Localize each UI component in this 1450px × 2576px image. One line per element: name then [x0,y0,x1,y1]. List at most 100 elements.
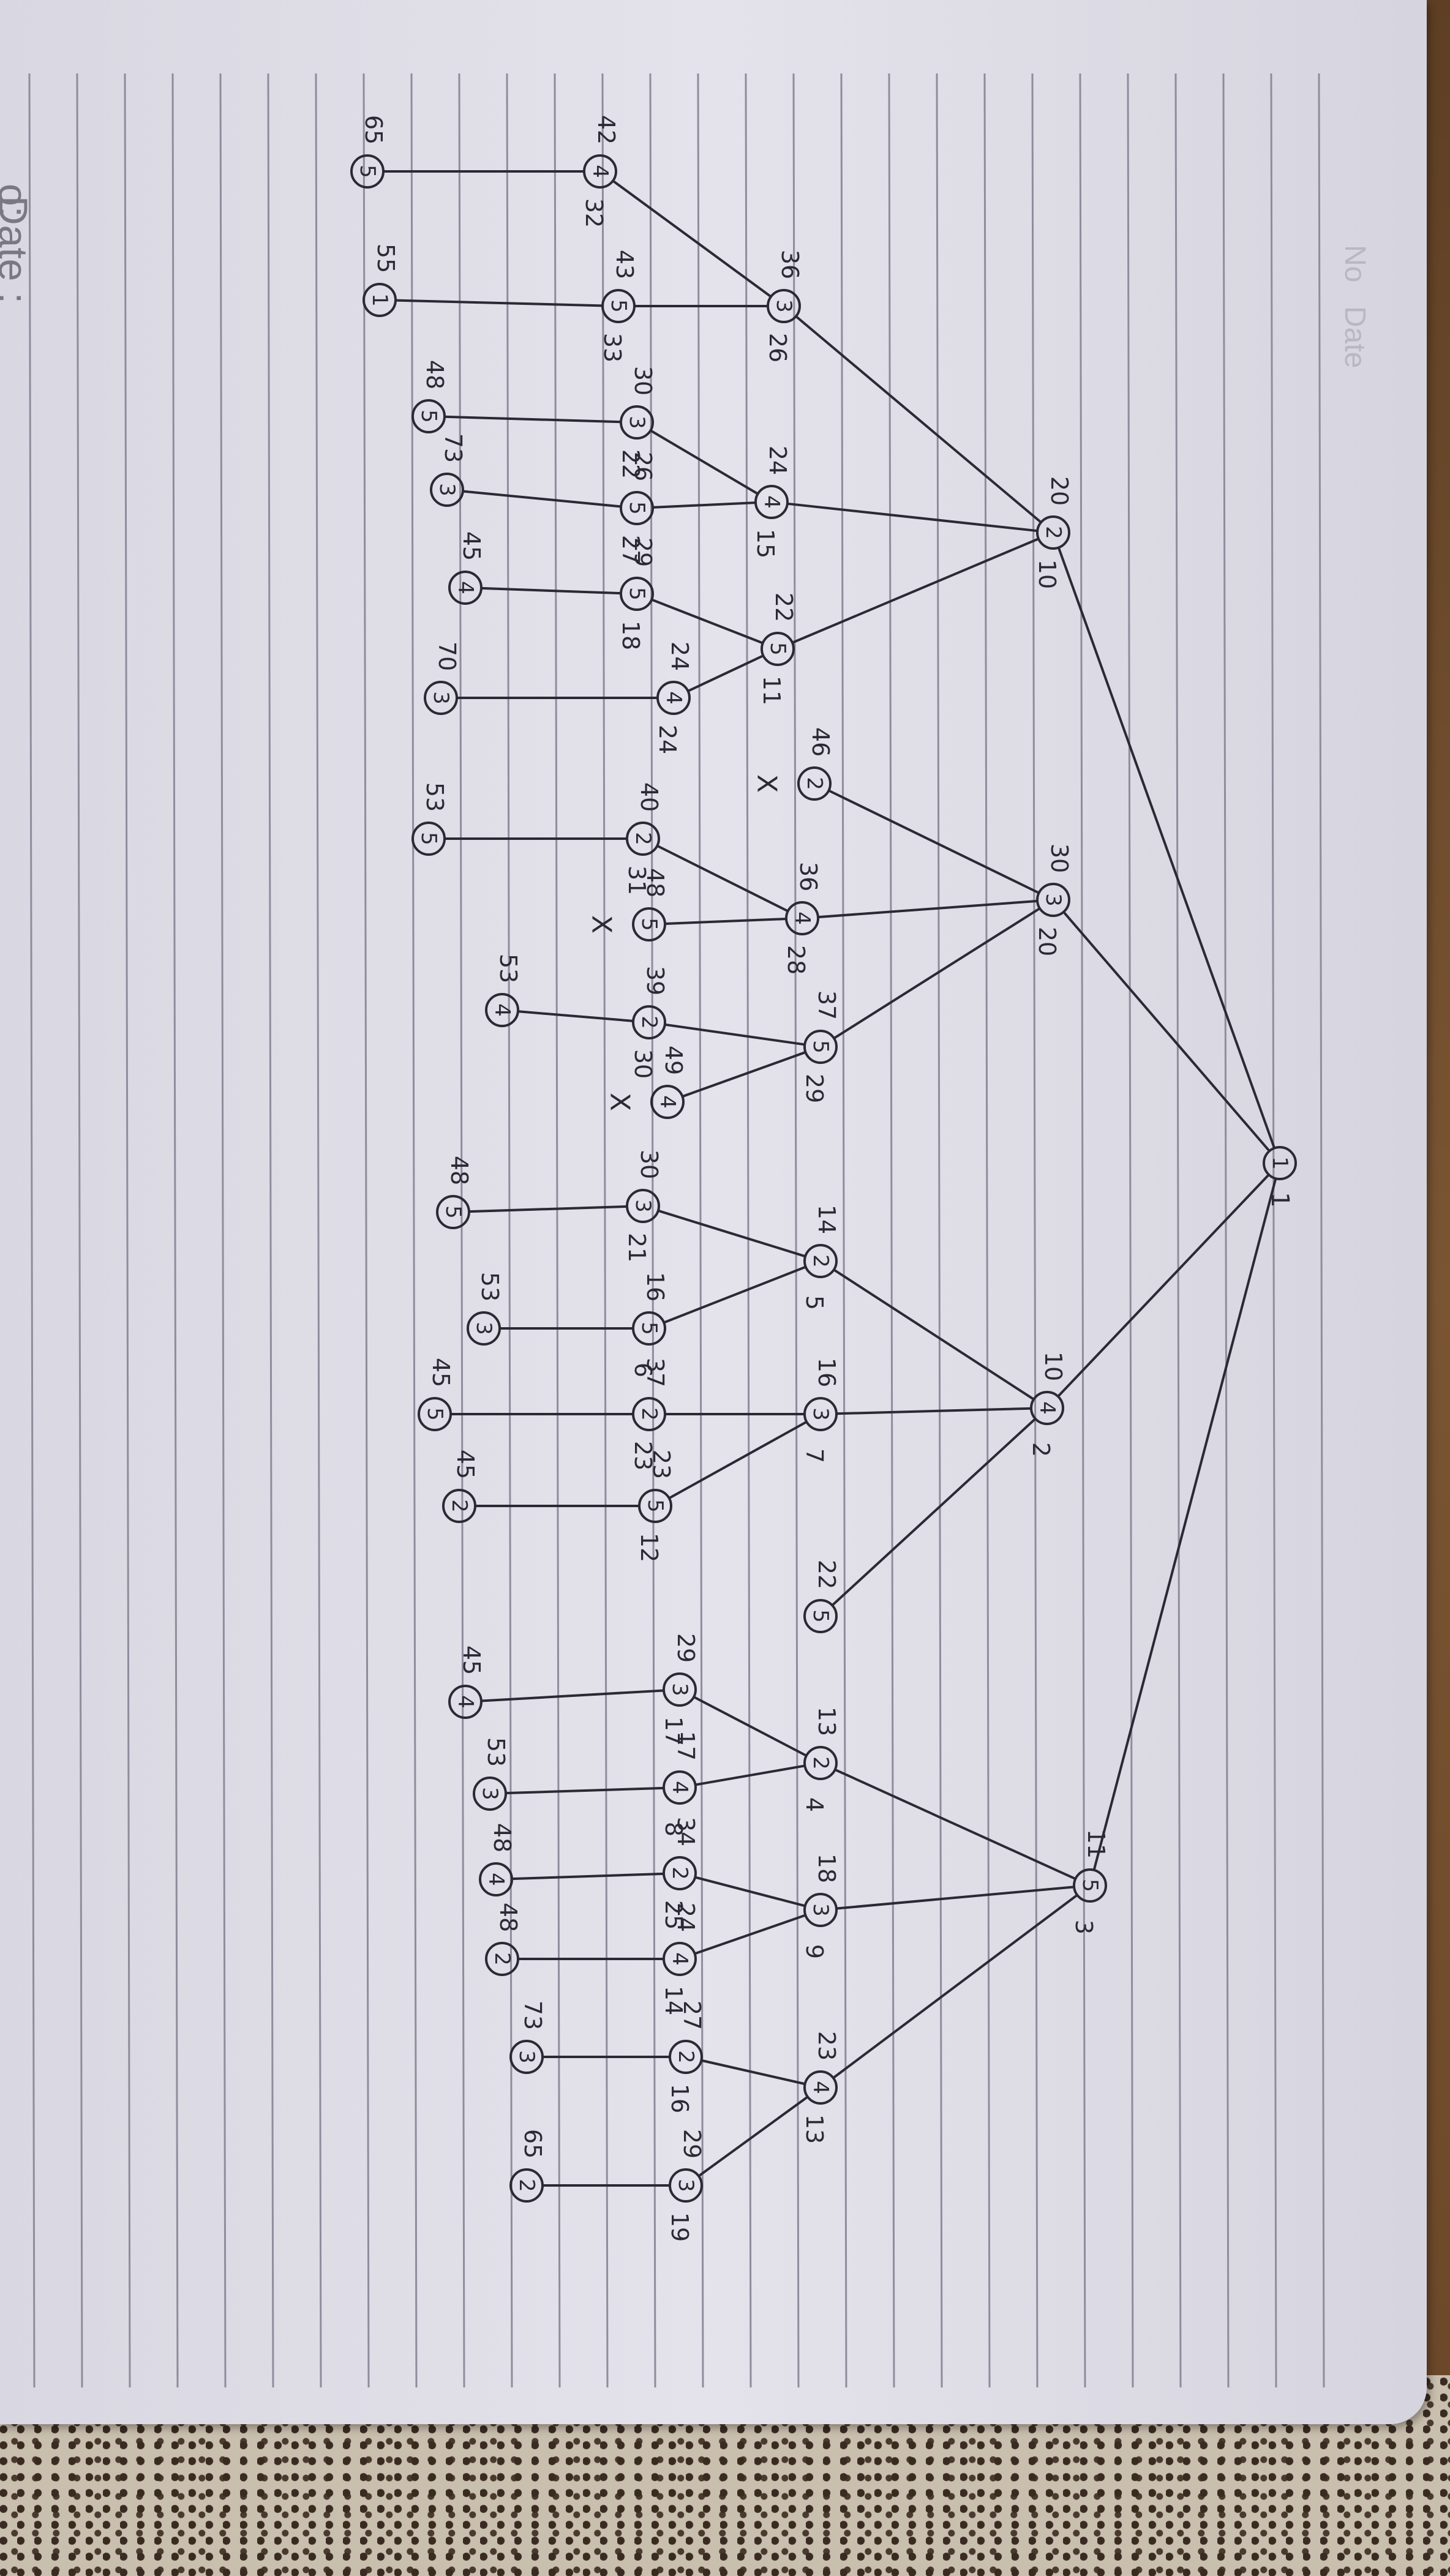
node-label: 5 [441,1205,465,1219]
node-circle [669,2040,703,2074]
tree-node [411,399,446,433]
node-cost-lower: 73 [440,433,467,463]
node-cost-lower: 49 [660,1046,687,1075]
node-cost-upper: 32 [580,198,607,228]
node-cost-lower: 16 [642,1272,669,1301]
node-cost-upper: 15 [752,529,779,558]
ruled-line [1127,73,1134,2388]
node-label: 5 [416,410,441,423]
node-label: 5 [1078,1879,1102,1892]
search-tree-diagram: 11220103302041025113336264241552211246X4… [28,73,1325,2388]
ruled-line [1222,73,1230,2388]
tree-edge [836,1885,1075,1910]
ruled-line [28,73,36,2388]
ruled-line [888,73,895,2388]
node-cost-lower: 55 [372,244,399,273]
ruled-line [1174,73,1182,2388]
node-cost-lower: 26 [629,452,656,481]
node-circle [479,1862,513,1896]
node-circle [803,2070,838,2105]
node-label: 5 [625,501,649,515]
node-circle [663,1856,697,1890]
node-circle [663,1770,697,1805]
node-label: 4 [588,165,612,178]
node-cost-lower: 18 [813,1854,840,1883]
node-circle [663,1672,697,1707]
node-circle [620,491,654,525]
tree-node [362,283,397,317]
tree-edge [795,315,1042,523]
tree-node [803,2070,838,2105]
tree-node [448,571,483,605]
node-circle [350,154,385,189]
tree-node [803,1893,838,1927]
node-cost-upper: 4 [801,1797,828,1812]
pruned-mark: X [586,915,617,934]
node-circle [583,154,617,189]
node-circle [632,907,666,942]
tree-node [663,1942,697,1976]
tree-node [436,1195,470,1229]
tree-node [418,1397,452,1431]
node-label: 3 [429,691,453,705]
ruled-line [124,73,131,2388]
ruled-line [1270,73,1277,2388]
node-cost-lower: 65 [519,2129,546,2159]
tree-node [632,1311,666,1346]
node-label: 3 [772,299,796,313]
tree-edge [468,1205,628,1213]
node-label: 2 [802,777,827,790]
node-cost-upper: 26 [764,333,791,362]
tree-edge [828,789,1040,894]
node-cost-upper: 13 [801,2114,828,2144]
node-circle [632,1311,666,1346]
ruled-line [76,73,83,2388]
node-label: 4 [655,1095,680,1109]
tree-edge [668,1420,808,1500]
tree-edge [1092,1178,1277,1871]
tree-node [803,1746,838,1780]
tree-edge [664,918,787,925]
tree-node [424,681,458,715]
node-label: 5 [625,587,649,601]
node-circle [362,283,397,317]
node-circle [797,766,832,801]
node-circle [442,1489,476,1523]
node-cost-upper: 14 [660,1986,687,2015]
node-label: 3 [471,1322,496,1335]
node-circle [663,1942,697,1976]
tree-node [803,1244,838,1278]
node-circle [485,1942,519,1976]
node-circle [803,1244,838,1278]
node-circle [620,405,654,440]
node-cost-lower: 37 [813,990,840,1020]
node-label: 3 [808,1407,833,1421]
tree-node [797,766,832,801]
node-label: 2 [631,832,655,845]
node-label: 5 [355,165,380,178]
ruled-line [458,73,465,2388]
tree-edge [836,1407,1032,1415]
node-label: 5 [637,1322,661,1335]
node-circle [785,901,819,935]
node-cost-lower: 48 [489,1823,516,1852]
tree-edge [658,1209,806,1258]
node-cost-lower: 37 [642,1358,669,1387]
tree-node [663,1770,697,1805]
tree-edge [663,1265,806,1324]
tree-edge [650,429,759,495]
tree-node [669,2040,703,2074]
node-circle [485,993,519,1027]
tree-edge [444,415,622,424]
node-label: 4 [453,581,478,594]
tree-edge [462,490,622,508]
tree-node [479,1862,513,1896]
tree-node [467,1311,501,1346]
root-node [1263,1146,1297,1180]
ruled-line [315,73,322,2388]
tree-edge [834,1768,1076,1881]
node-cost-upper: 9 [801,1944,828,1959]
node-cost-upper: 21 [623,1233,650,1262]
node-circle [803,1030,838,1064]
node-cost-lower: 14 [813,1205,840,1234]
